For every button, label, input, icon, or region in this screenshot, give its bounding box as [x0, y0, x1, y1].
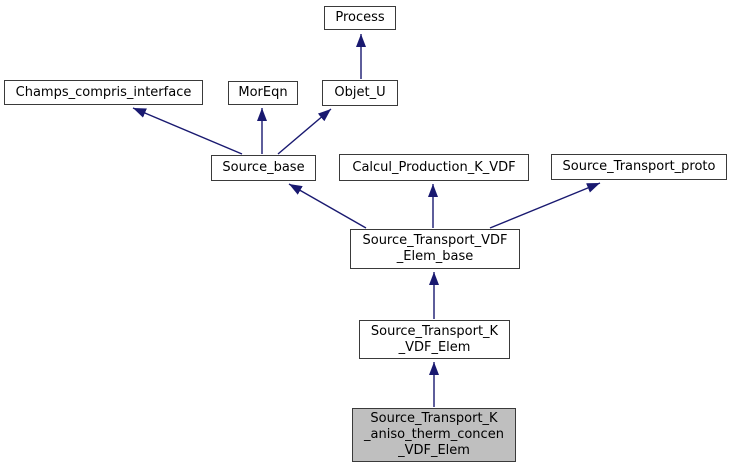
class-node-label-line: _VDF_Elem	[398, 443, 470, 458]
edge-srcbase-to-champs	[132, 107, 243, 155]
edge-elembase-to-srcbase	[288, 183, 367, 229]
class-node-label: Champs_compris_interface	[15, 84, 192, 100]
class-node-label-line: Source_Transport_K	[370, 323, 499, 339]
class-node-label-line: Source_Transport_K	[370, 411, 498, 426]
class-node-label-line: _Elem_base	[396, 249, 474, 264]
class-node-source-base[interactable]: Source_base	[211, 155, 316, 181]
class-node-label: Objet_U	[334, 85, 386, 100]
edge-srcbase-to-objetu	[277, 108, 332, 155]
class-node-source-transport-k-aniso-therm-concen-vdf-elem: Source_Transport_K _aniso_therm_concen _…	[352, 408, 516, 462]
class-node-label: MorEqn	[238, 85, 288, 100]
class-node-process[interactable]: Process	[324, 6, 396, 30]
class-node-source-transport-vdf-elem-base[interactable]: Source_Transport_VDF _Elem_base	[350, 229, 520, 269]
class-node-champs-compris-interface[interactable]: Champs_compris_interface	[4, 80, 203, 105]
class-node-moreqn[interactable]: MorEqn	[228, 81, 298, 105]
class-node-source-transport-proto[interactable]: Source_Transport_proto	[551, 154, 727, 180]
class-node-label: Source_base	[222, 160, 305, 175]
class-node-label-line: _aniso_therm_concen	[364, 427, 504, 442]
class-node-label: Process	[335, 10, 385, 25]
class-node-label: Source_Transport_proto	[562, 159, 716, 174]
class-node-objet-u[interactable]: Objet_U	[322, 80, 398, 106]
class-node-label-line: _VDF_Elem	[398, 339, 471, 355]
class-node-label: Calcul_Production_K_VDF	[352, 159, 516, 175]
class-node-source-transport-k-vdf-elem[interactable]: Source_Transport_K _VDF_Elem	[359, 320, 510, 359]
class-node-label-line: Source_Transport_VDF	[362, 233, 508, 248]
class-node-calcul-production-k-vdf[interactable]: Calcul_Production_K_VDF	[339, 154, 529, 181]
edge-elembase-to-proto	[489, 182, 601, 229]
